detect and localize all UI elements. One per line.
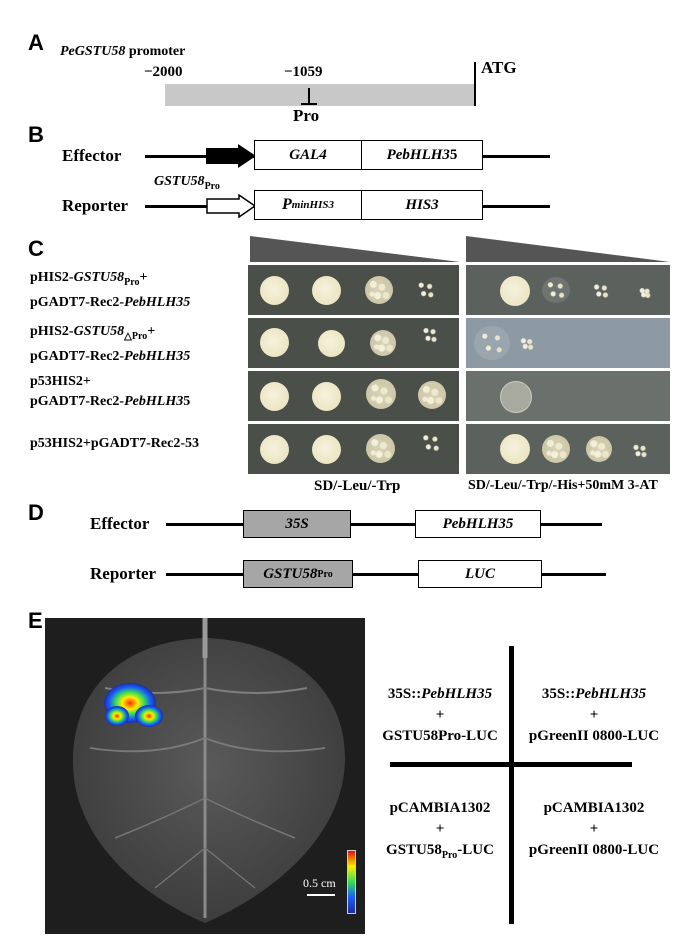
row-label-2: pHIS2-GSTU58△Pro+ pGADT7-Rec2-PebHLH35 bbox=[30, 324, 191, 364]
panel-b-letter: B bbox=[28, 122, 44, 147]
luciferase-image: 0.5 cm bbox=[45, 618, 365, 934]
row-label-3: p53HIS2+ pGADT7-Rec2-PebHLH35 bbox=[30, 374, 191, 409]
panel-e-letter: E bbox=[28, 608, 43, 633]
plate-left-row-3 bbox=[248, 371, 459, 421]
plate-right-row-1 bbox=[466, 265, 670, 315]
his3-box: HIS3 bbox=[361, 190, 483, 220]
row-label-4: p53HIS2+pGADT7-Rec2-53 bbox=[30, 436, 199, 451]
quadrant-bottom-right: pCAMBIA1302 + pGreenII 0800-LUC bbox=[528, 800, 660, 858]
leaf-icon bbox=[72, 618, 345, 923]
plate-right-row-3 bbox=[466, 371, 670, 421]
effector-arrow-icon bbox=[206, 144, 256, 168]
reporter-label: Reporter bbox=[62, 196, 129, 215]
panel-c-letter: C bbox=[28, 236, 44, 261]
quadrant-bottom-left: pCAMBIA1302 + GSTU58Pro-LUC bbox=[386, 800, 494, 861]
d-effector-line bbox=[166, 523, 602, 526]
plate-left-row-1 bbox=[248, 265, 459, 315]
right-plate-caption: SD/-Leu/-Trp/-His+50mM 3-AT bbox=[468, 478, 658, 493]
pro-site-label: Pro bbox=[293, 106, 320, 125]
atg-label: ATG bbox=[481, 58, 517, 77]
35s-box: 35S bbox=[243, 510, 351, 538]
effector-label: Effector bbox=[62, 146, 122, 165]
gal4-box: GAL4 bbox=[254, 140, 362, 170]
quadrant-vertical-line bbox=[509, 646, 514, 924]
quadrant-top-right: 35S::PebHLH35 + pGreenII 0800-LUC bbox=[528, 686, 660, 744]
reporter-promoter-label: GSTU58Pro bbox=[154, 174, 220, 192]
panel-a-title: PeGSTU58 promoter bbox=[60, 44, 186, 59]
d-reporter-label: Reporter bbox=[90, 564, 157, 583]
d-effector-label: Effector bbox=[90, 514, 150, 533]
scale-bar-label: 0.5 cm bbox=[303, 876, 336, 890]
pro-site-stem bbox=[308, 88, 310, 104]
quadrant-horizontal-line bbox=[390, 762, 632, 767]
left-plate-caption: SD/-Leu/-Trp bbox=[314, 478, 401, 494]
row-label-1: pHIS2-GSTU58Pro+ pGADT7-Rec2-PebHLH35 bbox=[30, 270, 191, 310]
panel-d-letter: D bbox=[28, 500, 44, 525]
plate-left-row-4 bbox=[248, 424, 459, 474]
scale-bar bbox=[307, 894, 335, 896]
atg-tick bbox=[474, 62, 476, 106]
position-start: −2000 bbox=[144, 64, 183, 80]
luc-box: LUC bbox=[418, 560, 542, 588]
plate-right-row-2 bbox=[466, 318, 670, 368]
reporter-arrow-icon bbox=[206, 194, 256, 218]
quadrant-top-left: 35S::PebHLH35 + GSTU58Pro-LUC bbox=[382, 686, 498, 744]
d-pebhlh35-box: PebHLH35 bbox=[415, 510, 541, 538]
d-reporter-line bbox=[166, 573, 606, 576]
dilution-wedge-left-icon bbox=[250, 236, 460, 262]
panel-a-letter: A bbox=[28, 30, 44, 55]
plate-left-row-2 bbox=[248, 318, 459, 368]
position-mid: −1059 bbox=[284, 64, 323, 80]
promoter-bar bbox=[165, 84, 475, 106]
plate-right-row-4 bbox=[466, 424, 670, 474]
intensity-colorbar bbox=[347, 850, 356, 914]
pro-site-bar bbox=[301, 103, 317, 105]
luminescence-signal bbox=[104, 683, 163, 727]
dilution-wedge-right-icon bbox=[466, 236, 670, 262]
